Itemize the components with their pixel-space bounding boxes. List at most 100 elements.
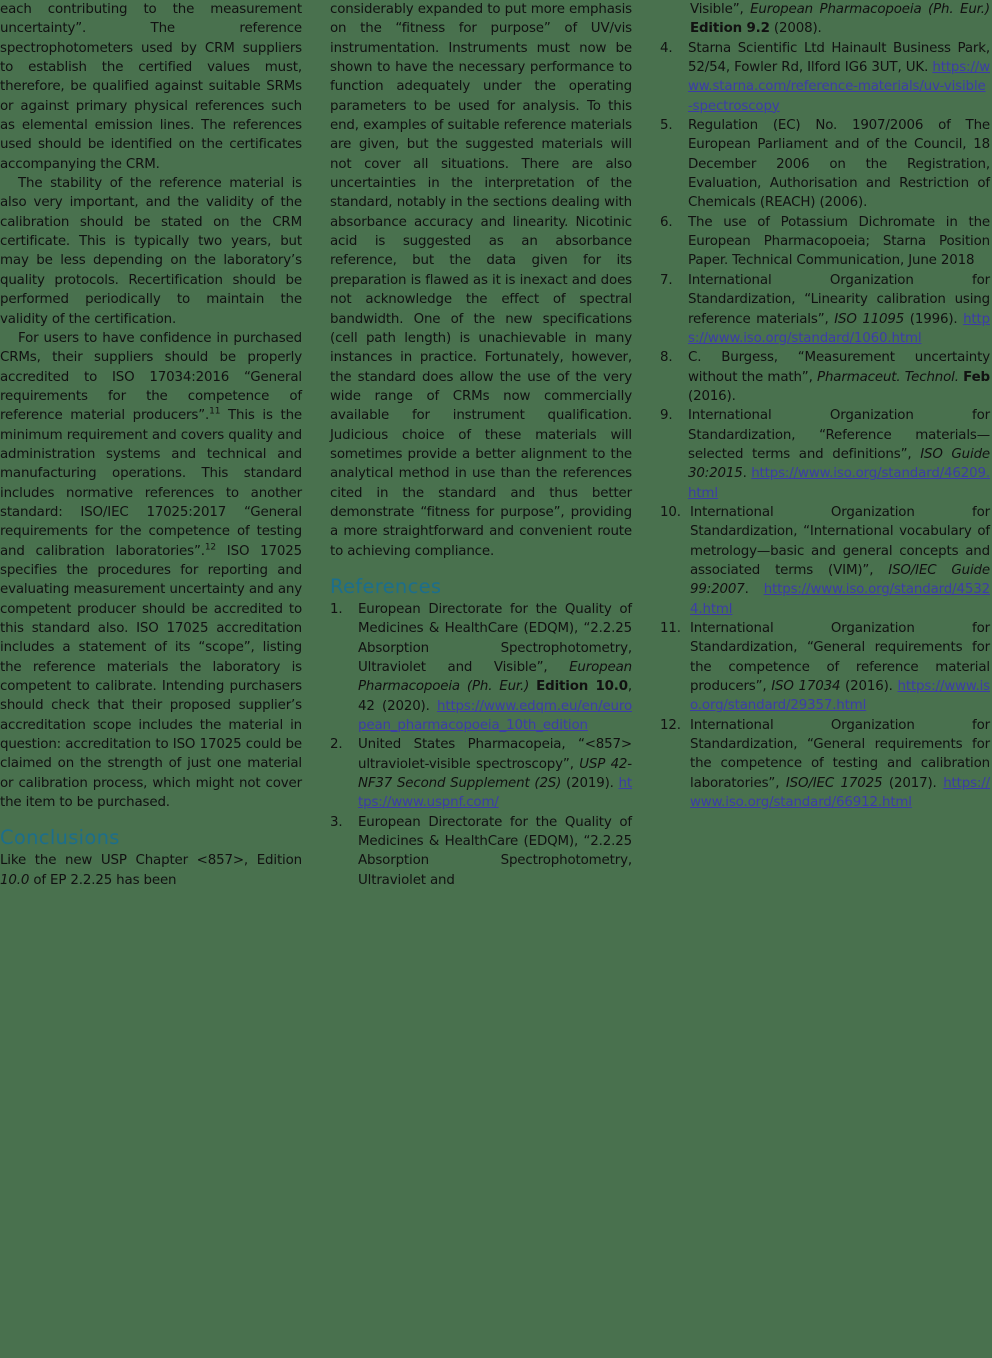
reference-number: 5. (660, 118, 673, 134)
para-text-part3: ISO 17025 specifies the procedures for r… (0, 543, 302, 811)
reference-item: 12. International Organization for Standa… (660, 716, 990, 813)
reference-number: 10. (660, 504, 681, 520)
plain-text: United States Pharmacopeia, “<857> ultra… (358, 737, 632, 772)
paragraph-stability: The stability of the reference material … (0, 176, 302, 327)
paragraph-continued-2: considerably expanded to put more emphas… (330, 2, 632, 559)
reference-link[interactable]: https://www.iso.org/standard/66912.html (690, 775, 990, 811)
reference-text: European Directorate for the Quality of … (358, 815, 632, 888)
reference-number: 6. (660, 214, 673, 230)
three-column-layout: each contributing to the measurement unc… (0, 0, 990, 890)
conclusions-part1: Like the new USP Chapter <857>, Edition (0, 853, 302, 869)
italic-text: USP 42-NF37 Second Supplement (2S) (358, 756, 632, 792)
reference-number: 8. (660, 350, 673, 366)
reference-number: 2. (330, 737, 343, 753)
reference-text: International Organization for Standardi… (688, 408, 990, 500)
plain-text: International Organization for Standardi… (690, 717, 990, 791)
reference-text: European Directorate for the Quality of … (358, 602, 632, 733)
reference-item: 10. International Organization for Standa… (660, 503, 990, 619)
reference-link[interactable]: https://www.uspnf.com/ (358, 776, 632, 811)
reference-text: International Organization for Standardi… (690, 621, 990, 713)
reference-number: 7. (660, 272, 673, 288)
references-list-col2: 1. European Directorate for the Quality o… (330, 600, 632, 890)
column-one: each contributing to the measurement unc… (0, 0, 302, 890)
plain-text: . (744, 582, 764, 598)
plain-text: International Organization for Standardi… (690, 621, 990, 695)
italic-text: European Pharmacopoeia (Ph. Eur.) (358, 660, 632, 695)
reference-text: International Organization for Standardi… (690, 505, 990, 617)
plain-text: , 42 (2020). (358, 679, 633, 714)
plain-text: European Directorate for the Quality of … (358, 814, 632, 888)
reference-text: The use of Potassium Dichromate in the E… (688, 215, 990, 269)
references-heading: References (330, 574, 442, 598)
column-three: Visible”, European Pharmacopoeia (Ph. Eu… (660, 0, 990, 890)
reference-link[interactable]: https://www.iso.org/standard/46209.html (688, 466, 990, 501)
plain-text: (2017). (882, 775, 944, 791)
reference-link[interactable]: https://www.iso.org/standard/1060.html (688, 311, 990, 346)
plain-text: (2016). (840, 679, 898, 695)
italic-text: ISO Guide 30:2015 (688, 446, 991, 482)
italic-text: ISO 17034 (771, 679, 841, 695)
plain-text: International Organization for Standardi… (688, 408, 990, 462)
reference-link[interactable]: https://www.iso.org/standard/29357.html (690, 679, 990, 714)
reference-item: 8. C. Burgess, “Measurement uncertainty w… (660, 348, 990, 406)
plain-text: Regulation (EC) No. 1907/2006 of The Eur… (688, 118, 990, 211)
reference-number: 4. (660, 40, 673, 56)
plain-text: International Organization for Standardi… (688, 272, 990, 327)
bold-text: Edition 9.2 (690, 21, 770, 37)
plain-text: Visible”, (690, 2, 751, 17)
italic-text: Pharmaceut. Technol. (817, 369, 959, 385)
reference-item: 4. Starna Scientific Ltd Hainault Busines… (660, 39, 990, 116)
plain-text: The use of Potassium Dichromate in the E… (688, 214, 990, 269)
reference-item: 5. Regulation (EC) No. 1907/2006 of The E… (660, 116, 990, 213)
reference-item: 6. The use of Potassium Dichromate in the… (660, 213, 990, 271)
italic-text: ISO 11095 (834, 311, 905, 327)
reference-number: 11. (660, 621, 681, 636)
reference-item: 3. European Directorate for the Quality o… (330, 813, 632, 890)
conclusions-part2: of EP 2.2.25 has been (29, 872, 177, 888)
italic-text: European Pharmacopoeia (Ph. Eur.) (750, 2, 990, 17)
reference-text: Regulation (EC) No. 1907/2006 of The Eur… (688, 118, 990, 210)
paragraph-accreditation: For users to have confidence in purchase… (0, 329, 302, 813)
para-text-part1: For users to have confidence in purchase… (0, 330, 302, 424)
reference-item: 2. United States Pharmacopeia, “<857> ult… (330, 735, 632, 812)
plain-text: (2016). (688, 388, 736, 404)
footnote-marker-12: 12 (204, 542, 217, 553)
reference-item: 9. International Organization for Standar… (660, 406, 990, 503)
reference-3-continuation: Visible”, European Pharmacopoeia (Ph. Eu… (660, 0, 990, 39)
reference-text: International Organization for Standardi… (690, 718, 990, 810)
plain-text: . (742, 466, 752, 482)
reference-text: International Organization for Standardi… (688, 273, 990, 346)
plain-text: (2019). (561, 776, 619, 792)
bold-text: Edition 10.0 (536, 679, 628, 695)
references-list-col3: 4. Starna Scientific Ltd Hainault Busines… (660, 39, 990, 813)
plain-text: European Directorate for the Quality of … (358, 601, 632, 675)
edition-number: 10.0 (0, 872, 30, 888)
reference-item: 11. International Organization for Standa… (660, 619, 990, 716)
reference-link[interactable]: https://www.edqm.eu/en/european_pharmaco… (358, 698, 632, 734)
reference-text: Starna Scientific Ltd Hainault Business … (688, 41, 990, 114)
paragraph-continued: each contributing to the measurement unc… (0, 2, 302, 172)
plain-text: (1996). (904, 311, 964, 327)
reference-item: 1. European Directorate for the Quality o… (330, 600, 632, 735)
italic-text: ISO/IEC Guide 99:2007 (690, 562, 990, 598)
reference-text: United States Pharmacopeia, “<857> ultra… (358, 737, 632, 810)
reference-number: 9. (660, 408, 673, 424)
plain-text: (2008). (769, 21, 822, 37)
reference-number: 3. (330, 814, 343, 830)
conclusions-paragraph: Like the new USP Chapter <857>, Edition … (0, 851, 302, 890)
plain-text: C. Burgess, “Measurement uncertainty wit… (688, 350, 990, 385)
reference-text: C. Burgess, “Measurement uncertainty wit… (688, 350, 990, 404)
footnote-marker-11: 11 (209, 406, 221, 417)
reference-number: 12. (660, 717, 681, 733)
plain-text: Starna Scientific Ltd Hainault Business … (688, 40, 990, 76)
column-two: considerably expanded to put more emphas… (330, 0, 632, 890)
para-text-part2: This is the minimum requirement and cove… (0, 408, 302, 559)
italic-text: ISO/IEC 17025 (785, 775, 883, 791)
reference-link[interactable]: https://www.iso.org/standard/45324.html (690, 582, 990, 617)
reference-number: 1. (330, 601, 343, 617)
reference-link[interactable]: https://www.starna.com/reference-materia… (688, 60, 990, 114)
reference-item: 7. International Organization for Standar… (660, 271, 990, 348)
conclusions-heading: Conclusions (0, 826, 120, 850)
plain-text: International Organization for Standardi… (690, 504, 990, 578)
